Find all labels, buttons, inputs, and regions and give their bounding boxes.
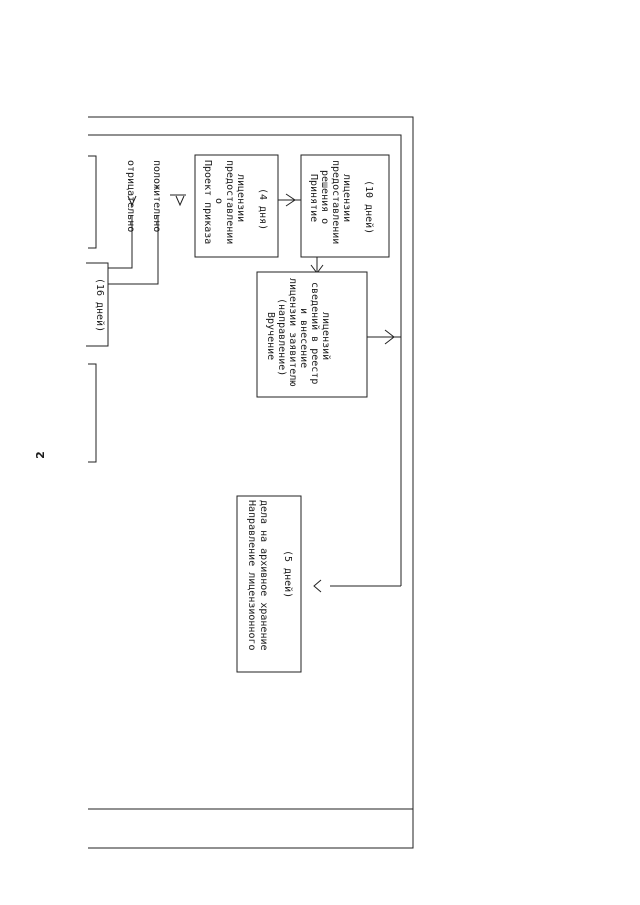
delivery-line-6: лицензий [320,312,332,360]
box-draft-order [194,154,279,258]
draft-order-line-4: лицензии [235,174,246,222]
decision-line-4: лицензии [341,174,352,222]
outer-frame [88,116,414,849]
positive-branch-label: положительно [151,160,162,232]
negative-arrow-icon [127,195,137,207]
box-delivery [256,271,368,398]
delivery-line-5: сведений в реестр [309,282,321,384]
arrow-right-icon [285,193,296,207]
delivery-line-4: и внесение [298,308,309,368]
negative-branch-label: отрицательно [125,160,136,232]
partial-box-top [88,155,97,249]
archive-line-1: Направление лицензионного [246,500,257,651]
draft-order-line-3: предоставлении [224,160,235,244]
draft-order-line-2: о [213,198,224,204]
delivery-line-1: Вручение [265,312,276,360]
archive-line-2: дела на архивное хранение [258,500,269,651]
arrow-left-icon [313,579,322,593]
review-duration: (16 дней) [94,278,106,332]
positive-branch-line [108,215,159,285]
negative-branch-line [108,215,133,269]
draft-order-duration: (4 дня) [257,188,268,230]
inner-frame [88,134,402,586]
box-decision [300,154,390,258]
positive-arrow-icon [175,195,185,207]
decision-duration: (10 дней) [363,180,375,234]
box-archive [236,495,302,673]
page-number: 2 [34,451,47,459]
delivery-line-3: лицензии заявителю [287,278,298,386]
arrow-right-icon-2 [384,329,395,345]
decision-line-1: Принятие [308,174,319,222]
delivery-line-2: (направление) [276,298,287,376]
partial-box-bottom [88,363,97,463]
archive-duration: (5 дней) [282,550,294,598]
draft-order-line-1: Проект приказа [202,160,213,244]
partial-box-review [86,262,109,347]
decision-line-3: предоставлении [330,160,341,244]
decision-line-2: решения о [319,170,330,224]
